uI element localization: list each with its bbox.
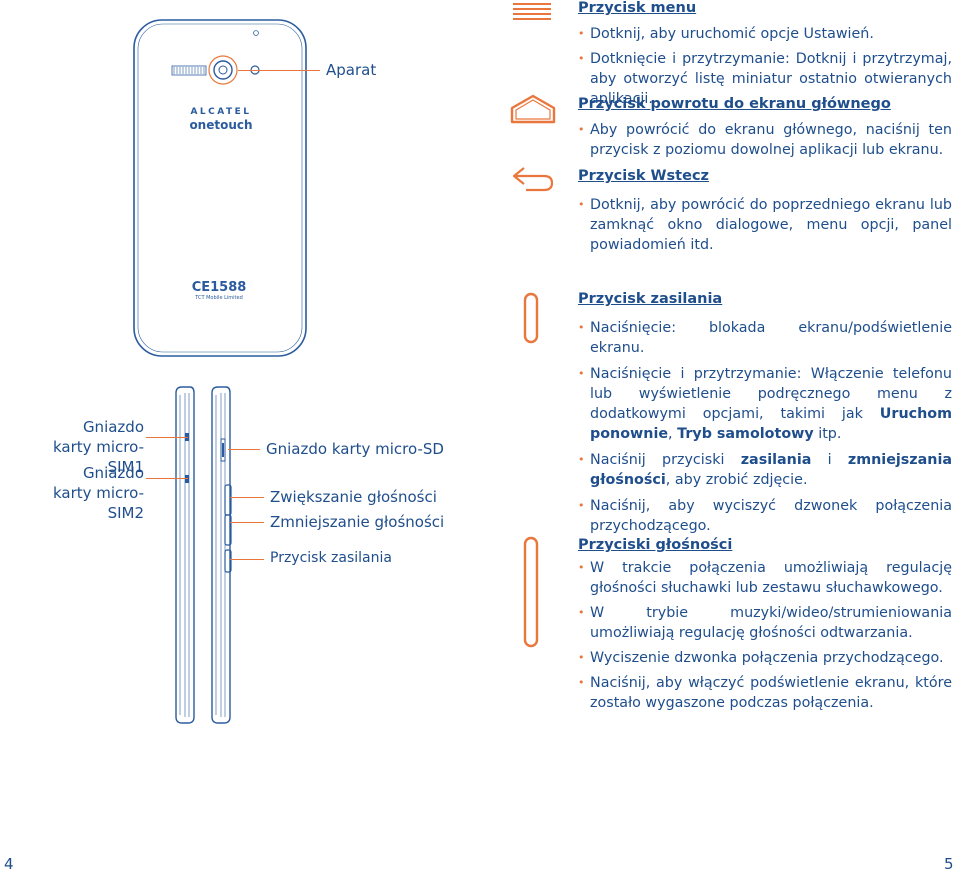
list-item: Naciśnij przyciski zasilania i zmniejsza… — [578, 450, 952, 490]
power-button-icon — [523, 292, 539, 344]
sd-label: Gniazdo karty micro-SD — [266, 440, 444, 458]
brand-logo: ALCATEL onetouch — [189, 107, 253, 132]
power-title: Przycisk zasilania — [578, 291, 723, 307]
vol-up-label: Zwiększanie głośności — [270, 488, 437, 506]
sim1-callout-line — [146, 437, 188, 438]
home-list: Aby powrócić do ekranu głównego, naciśni… — [578, 120, 952, 165]
back-list: Dotknij, aby powrócić do poprzedniego ek… — [578, 195, 952, 260]
vol-down-label: Zmniejszanie głośności — [270, 513, 445, 531]
power-label: Przycisk zasilania — [270, 550, 392, 566]
camera-label: Aparat — [326, 61, 377, 79]
volume-list: W trakcie połączenia umożliwiają regulac… — [578, 558, 952, 718]
ce-mark: CE1588 TCT Mobile Limited — [191, 280, 247, 301]
list-item: Naciśnięcie i przytrzymanie: Włączenie t… — [578, 364, 952, 444]
sim1-label: Gniazdo karty micro-SIM1 — [52, 418, 144, 476]
list-item: Naciśnięcie: blokada ekranu/podświetleni… — [578, 318, 952, 358]
vol-up-callout-line — [230, 497, 264, 498]
volume-button-icon — [523, 536, 539, 648]
phone-back-diagram — [133, 19, 307, 357]
sim2-callout-line — [146, 478, 188, 479]
volume-title: Przyciski głośności — [578, 537, 733, 553]
list-item: W trybie muzyki/wideo/strumieniowania um… — [578, 603, 952, 643]
page-number-right: 5 — [944, 855, 954, 873]
menu-list: Dotknij, aby uruchomić opcje Ustawień. D… — [578, 24, 952, 114]
home-icon — [510, 94, 556, 124]
camera-callout-line — [238, 70, 320, 71]
list-item: Naciśnij, aby włączyć podświetlenie ekra… — [578, 673, 952, 713]
back-icon — [512, 167, 554, 192]
phone-side-diagram — [175, 386, 232, 724]
list-item: Naciśnij, aby wyciszyć dzwonek połączeni… — [578, 496, 952, 536]
list-item: Aby powrócić do ekranu głównego, naciśni… — [578, 120, 952, 160]
home-title: Przycisk powrotu do ekranu głównego — [578, 96, 891, 112]
list-item: Dotknij, aby uruchomić opcje Ustawień. — [578, 24, 952, 44]
list-item: Wyciszenie dzwonka połączenia przychodzą… — [578, 648, 952, 668]
power-callout-line — [230, 559, 264, 560]
menu-title: Przycisk menu — [578, 0, 697, 16]
sim2-label: Gniazdo karty micro-SIM2 — [52, 464, 144, 522]
sd-callout-line — [228, 449, 260, 450]
page-number-left: 4 — [4, 855, 14, 873]
back-title: Przycisk Wstecz — [578, 168, 709, 184]
power-list: Naciśnięcie: blokada ekranu/podświetleni… — [578, 318, 952, 541]
list-item: Dotknięcie i przytrzymanie: Dotknij i pr… — [578, 49, 952, 109]
list-item: Dotknij, aby powrócić do poprzedniego ek… — [578, 195, 952, 255]
vol-down-callout-line — [230, 522, 264, 523]
menu-icon — [513, 3, 551, 20]
list-item: W trakcie połączenia umożliwiają regulac… — [578, 558, 952, 598]
camera-lens — [208, 55, 238, 85]
